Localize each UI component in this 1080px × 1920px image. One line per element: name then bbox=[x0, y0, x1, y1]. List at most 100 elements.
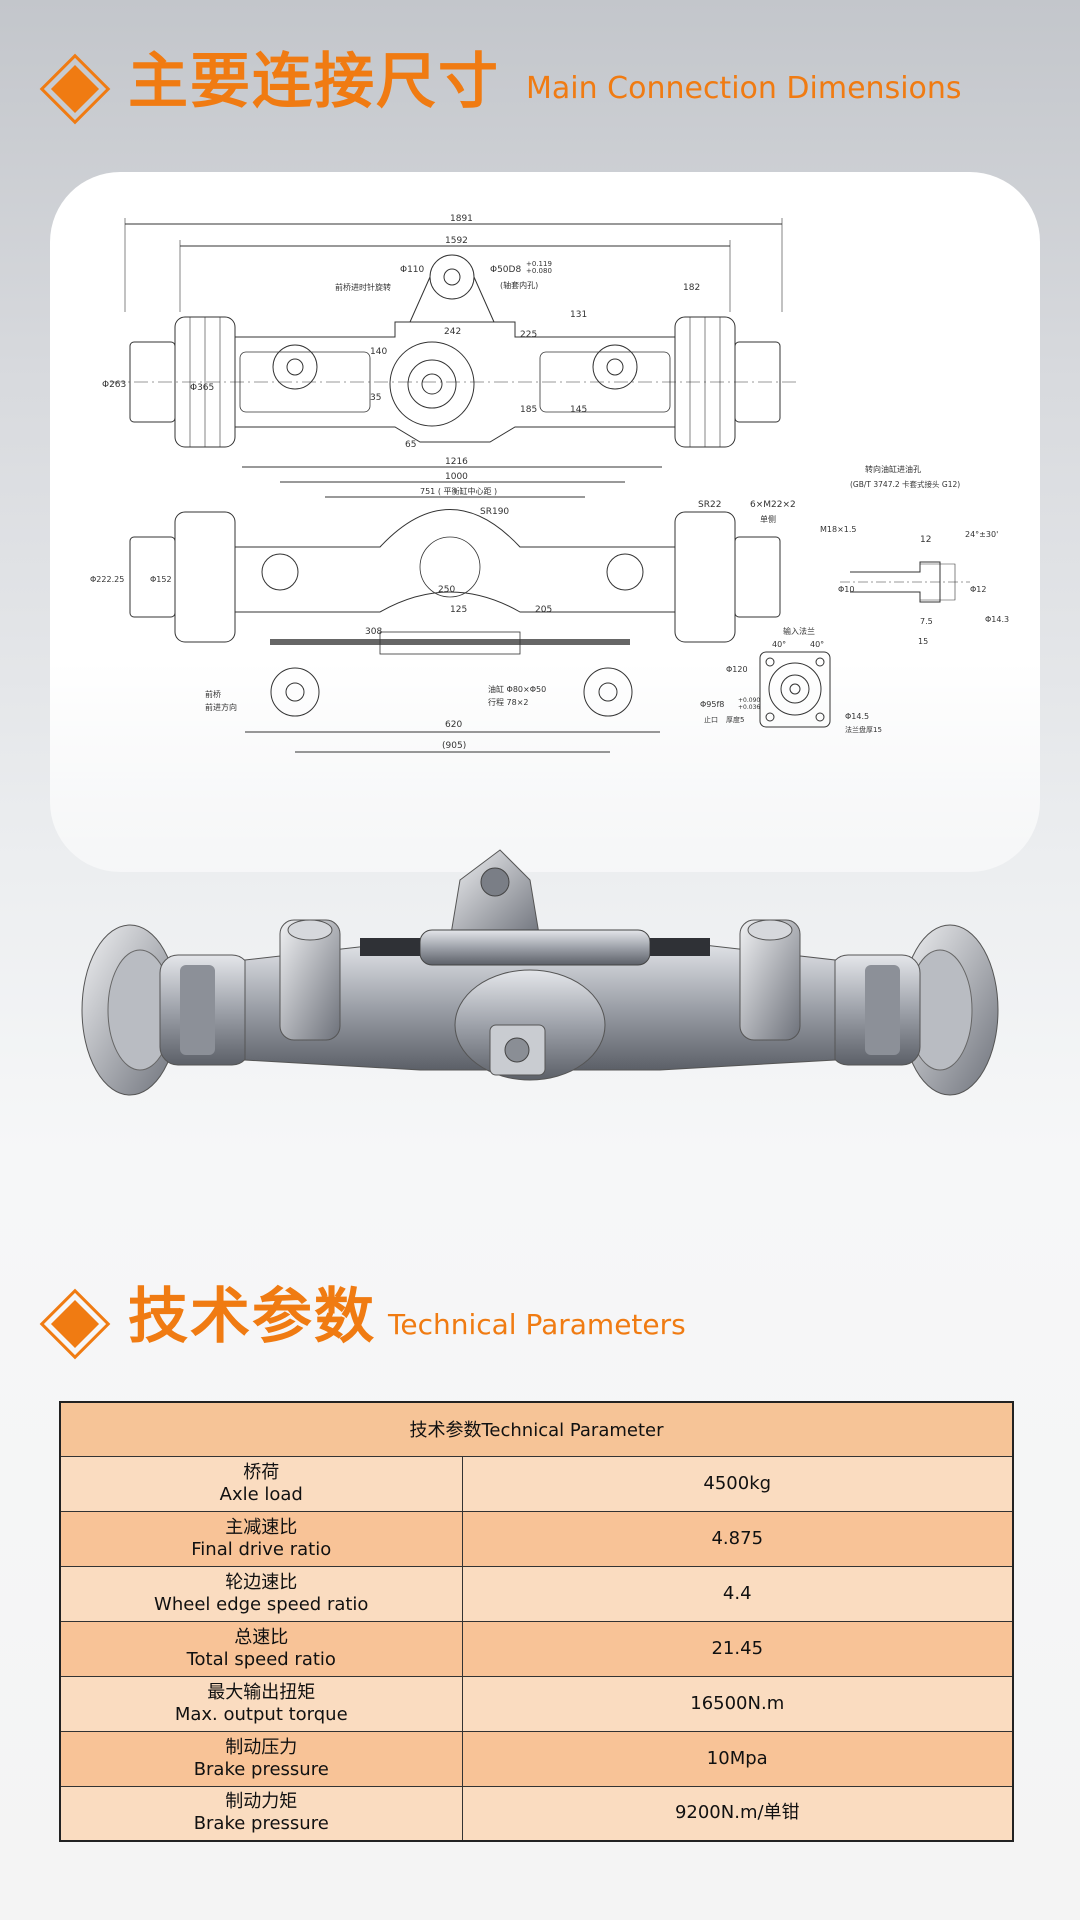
dim-sr190: SR190 bbox=[480, 507, 509, 517]
param-label-en: Axle load bbox=[219, 1483, 303, 1505]
diamond-bullet-icon bbox=[39, 53, 111, 125]
param-value: 16500N.m bbox=[461, 1675, 1014, 1732]
oil-port-detail: 转向油缸进油孔 (GB/T 3747.2 卡套式接头 G12) 12 24°±3… bbox=[838, 464, 1009, 646]
port-dim-d10: Φ10 bbox=[838, 585, 854, 594]
param-label-cn: 最大输出扭矩 bbox=[207, 1681, 316, 1703]
dim-145: 145 bbox=[570, 405, 587, 415]
dim-1000: 1000 bbox=[445, 472, 468, 482]
technical-drawing-card: 1891 1592 Φ110 Φ50D8 +0.119 +0.080 (轴套内孔… bbox=[50, 172, 1040, 872]
dim-sr22: SR22 bbox=[698, 500, 721, 510]
dim-note-rotate: 前桥进时针旋转 bbox=[335, 282, 391, 292]
param-label-en: Final drive ratio bbox=[191, 1538, 332, 1560]
port-dim-angle: 24°±30' bbox=[965, 530, 998, 539]
flange-angle-left: 40° bbox=[772, 640, 786, 649]
param-value: 4.875 bbox=[461, 1510, 1014, 1567]
dim-d222: Φ222.25 bbox=[90, 575, 124, 584]
param-label-en: Total speed ratio bbox=[186, 1648, 336, 1670]
dim-131: 131 bbox=[570, 310, 587, 320]
table-header-row: 技术参数Technical Parameter bbox=[59, 1401, 1014, 1457]
port-dim-7-5: 7.5 bbox=[920, 617, 933, 626]
port-dim-d12: Φ12 bbox=[970, 585, 986, 594]
param-label-en: Wheel edge speed ratio bbox=[154, 1593, 369, 1615]
param-label-cn: 主减速比 bbox=[225, 1516, 298, 1538]
param-value: 21.45 bbox=[461, 1620, 1014, 1677]
flange-dim-d95: Φ95f8 bbox=[700, 700, 724, 709]
param-label-en: Brake pressure bbox=[193, 1813, 329, 1835]
dim-125: 125 bbox=[450, 605, 467, 615]
dim-note-bore: (轴套内孔) bbox=[500, 280, 538, 290]
dim-205: 205 bbox=[535, 605, 552, 615]
dim-1592: 1592 bbox=[445, 236, 468, 246]
dim-751: 751 ( 平衡缸中心距 ) bbox=[420, 486, 497, 496]
port-dim-12: 12 bbox=[920, 535, 931, 545]
flange-note-thick15: 法兰盘厚15 bbox=[845, 725, 882, 734]
dim-185: 185 bbox=[520, 405, 537, 415]
section-title-technical: 技术参数 Technical Parameters bbox=[39, 1285, 686, 1360]
dim-242: 242 bbox=[444, 327, 461, 337]
table-header: 技术参数Technical Parameter bbox=[59, 1401, 1014, 1457]
param-label-cn: 制动力矩 bbox=[225, 1791, 298, 1813]
dim-cylinder: 油缸 Φ80×Φ50 bbox=[488, 684, 546, 694]
dim-d110: Φ110 bbox=[400, 265, 425, 275]
port-title: 转向油缸进油孔 bbox=[865, 464, 921, 474]
technical-drawing: 1891 1592 Φ110 Φ50D8 +0.119 +0.080 (轴套内孔… bbox=[90, 214, 1009, 753]
port-spec: (GB/T 3747.2 卡套式接头 G12) bbox=[850, 479, 960, 489]
dim-d152: Φ152 bbox=[150, 575, 172, 584]
dim-tol-lower: +0.080 bbox=[526, 267, 552, 275]
dim-6xm22: 6×M22×2 bbox=[750, 500, 796, 510]
section-title-en: Technical Parameters bbox=[388, 1308, 686, 1341]
param-label-en: Brake pressure bbox=[193, 1758, 329, 1780]
port-dim-15: 15 bbox=[918, 637, 928, 646]
dim-905: (905) bbox=[442, 741, 466, 751]
dim-250: 250 bbox=[438, 585, 455, 595]
flange-dim-d14: Φ14.5 bbox=[845, 712, 869, 721]
dim-1216: 1216 bbox=[445, 457, 468, 467]
dim-single-side: 单侧 bbox=[760, 514, 776, 524]
axle-product-image bbox=[81, 849, 999, 1096]
param-label-cn: 轮边速比 bbox=[225, 1571, 298, 1593]
param-label-cn: 桥荷 bbox=[243, 1461, 280, 1483]
flange-tol-lower: +0.036 bbox=[738, 704, 760, 711]
param-label-cn: 制动压力 bbox=[225, 1736, 298, 1758]
port-dim-d14: Φ14.3 bbox=[985, 615, 1009, 624]
param-value: 9200N.m/单钳 bbox=[461, 1785, 1014, 1842]
param-label-cn: 总速比 bbox=[234, 1626, 289, 1648]
section-title-dimensions: 主要连接尺寸 Main Connection Dimensions bbox=[39, 47, 962, 125]
diamond-bullet-icon bbox=[39, 1288, 111, 1360]
dim-d365: Φ365 bbox=[190, 383, 214, 393]
top-view-drawing: 1891 1592 Φ110 Φ50D8 +0.119 +0.080 (轴套内孔… bbox=[102, 214, 800, 450]
flange-dim-d120: Φ120 bbox=[726, 665, 748, 674]
flange-tol-upper: +0.090 bbox=[738, 697, 760, 704]
dim-620: 620 bbox=[445, 720, 462, 730]
note-front-axle: 前桥 bbox=[205, 689, 221, 699]
param-label-en: Max. output torque bbox=[174, 1703, 348, 1725]
flange-title: 输入法兰 bbox=[783, 626, 815, 636]
dim-182: 182 bbox=[683, 283, 700, 293]
dim-65: 65 bbox=[405, 440, 416, 450]
section-title-cn: 主要连接尺寸 bbox=[128, 47, 500, 117]
param-value: 10Mpa bbox=[461, 1730, 1014, 1787]
dim-140: 140 bbox=[370, 347, 387, 357]
input-flange-detail: 输入法兰 40° 40° Φ120 Φ95f8 +0.090 +0.036 Φ1… bbox=[700, 626, 882, 734]
dim-d263: Φ263 bbox=[102, 380, 126, 390]
dim-35: 35 bbox=[370, 393, 381, 403]
dim-d50d8: Φ50D8 bbox=[490, 265, 521, 275]
dim-stroke: 行程 78×2 bbox=[488, 697, 529, 707]
param-value: 4500kg bbox=[461, 1455, 1014, 1512]
flange-note-thick5: 厚度5 bbox=[726, 715, 744, 724]
